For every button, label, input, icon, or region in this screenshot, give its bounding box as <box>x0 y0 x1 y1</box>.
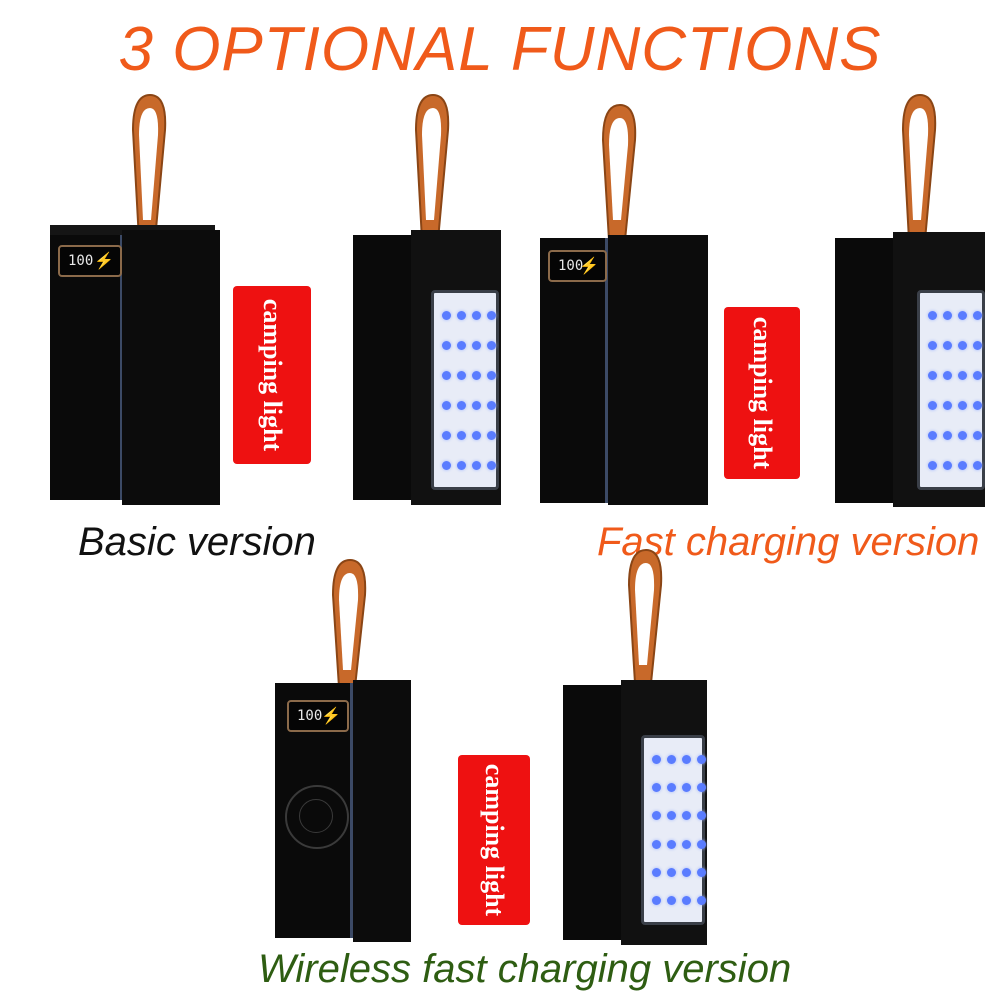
camping-light-tag: camping light <box>458 755 530 925</box>
wireless-front-product: 100 ⚡ <box>275 555 415 945</box>
strap-icon <box>627 548 663 684</box>
power-display: 100 ⚡ <box>287 700 349 732</box>
wireless-charging-coil-icon <box>285 785 349 849</box>
wireless-fast-charging-version-label: Wireless fast charging version <box>258 947 792 991</box>
fast-side-product <box>835 90 1000 510</box>
power-display: 100 ⚡ <box>548 250 607 282</box>
fast-front-product: 100 ⚡ <box>540 100 710 510</box>
wireless-side-product <box>563 545 713 945</box>
strap-icon <box>601 103 637 241</box>
power-display: 100 ⚡ <box>58 245 122 277</box>
led-panel <box>917 290 985 490</box>
page-title: 3 OPTIONAL FUNCTIONS <box>118 15 882 84</box>
camping-light-tag: camping light <box>233 286 311 464</box>
basic-front-product: 100 ⚡ <box>50 90 220 510</box>
led-panel <box>641 735 706 925</box>
led-panel <box>431 290 499 490</box>
bolt-icon: ⚡ <box>94 253 114 270</box>
basic-side-product <box>353 90 513 510</box>
strap-icon <box>901 93 937 241</box>
bolt-icon: ⚡ <box>321 708 341 725</box>
strap-icon <box>131 93 167 241</box>
bolt-icon: ⚡ <box>579 258 599 275</box>
camping-light-tag: camping light <box>724 307 800 479</box>
fast-charging-version-label: Fast charging version <box>597 520 980 564</box>
basic-version-label: Basic version <box>78 520 316 564</box>
strap-icon <box>414 93 450 241</box>
strap-icon <box>331 558 367 688</box>
